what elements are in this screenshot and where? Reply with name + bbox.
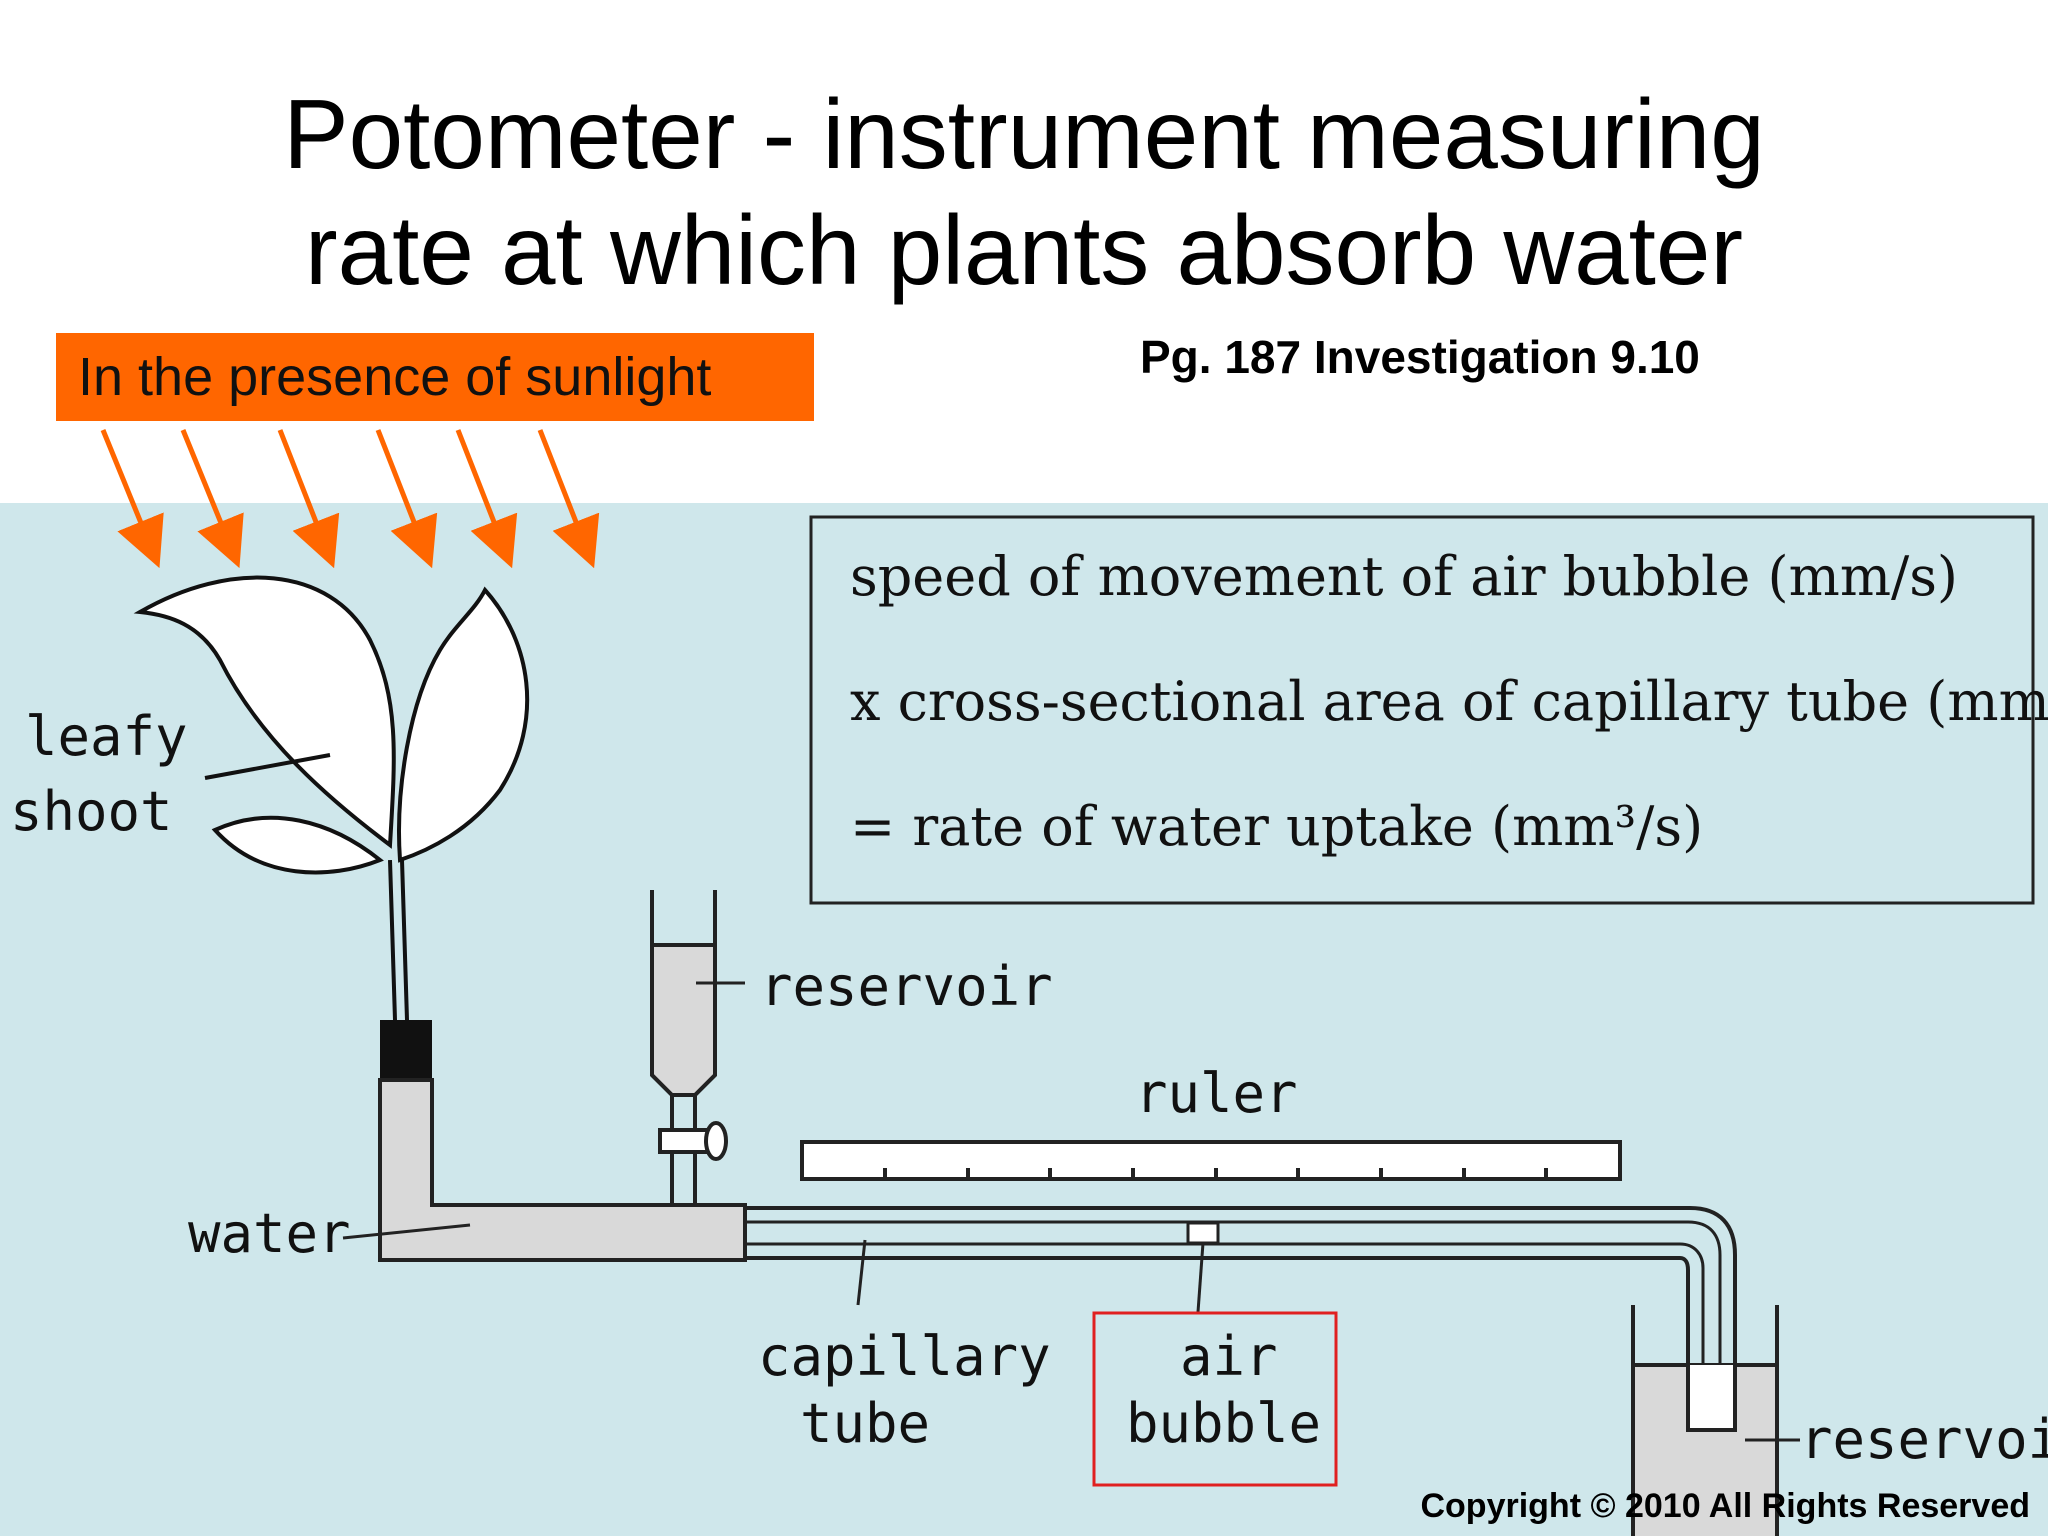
reservoir-bottom-label: reservoir: [1800, 1408, 2048, 1471]
leaf-top-left: [133, 575, 396, 849]
leafy-label-1: leafy: [25, 705, 188, 768]
sunlight-label: In the presence of sunlight: [56, 333, 814, 421]
ruler-label: ruler: [1135, 1062, 1298, 1125]
air-bubble-label-1: air: [1180, 1325, 1278, 1388]
air-bubble-label-2: bubble: [1126, 1392, 1321, 1455]
rubber-bung: [380, 1020, 432, 1080]
tap-handle: [704, 1121, 728, 1161]
reservoir-top-label: reservoir: [760, 955, 1053, 1018]
copyright-notice: Copyright © 2010 All Rights Reserved: [1420, 1487, 2030, 1525]
top-reservoir: [650, 890, 728, 1205]
stem-2: [400, 859, 409, 1021]
formula-line-3: = rate of water uptake (mm³/s): [850, 795, 1703, 858]
stem: [388, 859, 397, 1021]
label-pointers: [342, 981, 1800, 1442]
ruler-drawing: [800, 1140, 1622, 1181]
water-tube: [378, 1078, 747, 1262]
capillary-label-1: capillary: [758, 1325, 1051, 1388]
air-bubble-marker: [1186, 1221, 1220, 1245]
capillary-tube-drawing: [745, 1206, 1737, 1430]
title-line-1: Potometer - instrument measuring: [283, 79, 1765, 189]
leafy-pointer: [204, 753, 331, 780]
slide-title: Potometer - instrument measuring rate at…: [0, 76, 2048, 308]
title-line-2: rate at which plants absorb water: [304, 195, 1744, 305]
sun-arrow-4: [375, 429, 438, 569]
leaf-bottom: [211, 815, 384, 875]
sun-arrow-5: [455, 429, 518, 569]
leafy-shoot-drawing: [133, 575, 530, 1021]
sun-arrow-2: [180, 429, 244, 569]
sun-arrow-3: [277, 429, 340, 569]
formula-box: [809, 515, 2035, 905]
bottom-reservoir: [1631, 1305, 1779, 1536]
leaf-right: [397, 586, 530, 863]
formula-line-2: x cross-sectional area of capillary tube…: [850, 670, 2048, 733]
air-bubble-highlight: [1092, 1311, 1338, 1487]
sun-arrow-1: [100, 429, 164, 569]
capillary-label-2: tube: [800, 1392, 930, 1455]
water-label: water: [188, 1202, 351, 1265]
sun-arrow-6: [537, 429, 600, 569]
sunlight-arrows: [100, 429, 600, 569]
reference-label: Pg. 187 Investigation 9.10: [1140, 331, 1700, 383]
leafy-label-2: shoot: [10, 780, 173, 843]
formula-line-1: speed of movement of air bubble (mm/s): [850, 545, 1958, 608]
